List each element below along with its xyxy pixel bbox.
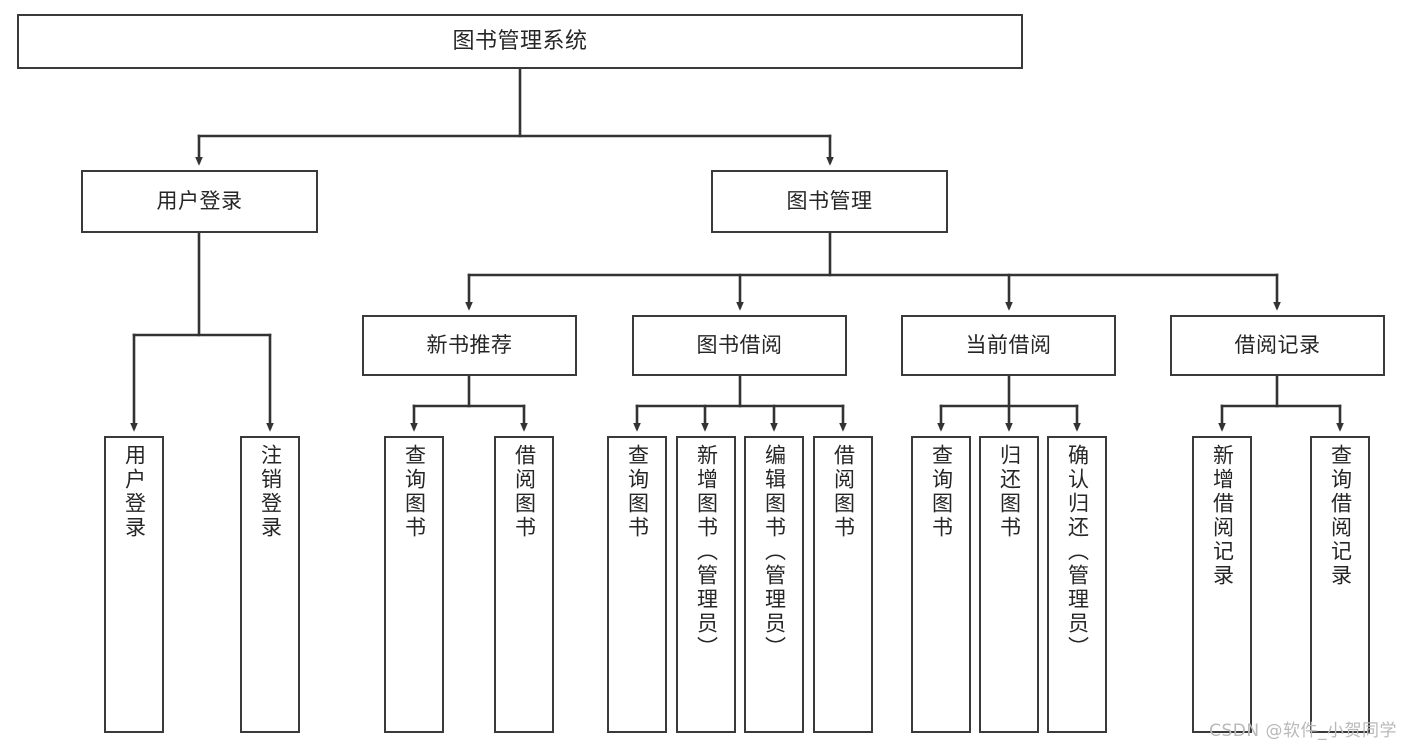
node-root[interactable]: 图书管理系统 — [17, 14, 1023, 69]
node-current-borrow-label: 当前借阅 — [965, 333, 1052, 358]
node-borrow-record[interactable]: 借阅记录 — [1170, 315, 1385, 376]
node-leaf-query-book-2[interactable]: 查询图书 — [607, 436, 667, 733]
node-leaf-user-login[interactable]: 用户登录 — [104, 436, 164, 733]
node-leaf-confirm-return[interactable]: 确认归还（管理员） — [1047, 436, 1107, 733]
node-leaf-edit-book-label: 编辑图书（管理员） — [762, 444, 787, 660]
node-leaf-user-login-label: 用户登录 — [122, 444, 147, 540]
node-borrow-record-label: 借阅记录 — [1234, 333, 1321, 358]
node-leaf-query-record-label: 查询借阅记录 — [1328, 444, 1353, 588]
node-book-manage[interactable]: 图书管理 — [711, 170, 948, 233]
node-current-borrow[interactable]: 当前借阅 — [901, 315, 1116, 376]
node-leaf-add-book[interactable]: 新增图书（管理员） — [676, 436, 736, 733]
node-user-login-label: 用户登录 — [156, 189, 243, 214]
node-new-book-rec[interactable]: 新书推荐 — [362, 315, 577, 376]
node-leaf-edit-book[interactable]: 编辑图书（管理员） — [744, 436, 804, 733]
node-leaf-add-record[interactable]: 新增借阅记录 — [1192, 436, 1252, 733]
node-book-borrow[interactable]: 图书借阅 — [632, 315, 847, 376]
node-leaf-borrow-book-2-label: 借阅图书 — [831, 444, 856, 540]
node-leaf-user-logout-label: 注销登录 — [258, 444, 283, 540]
node-leaf-query-book-2-label: 查询图书 — [625, 444, 650, 540]
node-leaf-return-book-label: 归还图书 — [997, 444, 1022, 540]
node-root-label: 图书管理系统 — [452, 28, 588, 54]
node-leaf-user-logout[interactable]: 注销登录 — [240, 436, 300, 733]
node-leaf-query-book-3-label: 查询图书 — [929, 444, 954, 540]
node-new-book-rec-label: 新书推荐 — [426, 333, 513, 358]
node-leaf-add-record-label: 新增借阅记录 — [1210, 444, 1235, 588]
node-book-borrow-label: 图书借阅 — [696, 333, 783, 358]
node-leaf-borrow-book-1-label: 借阅图书 — [512, 444, 537, 540]
node-leaf-query-book-3[interactable]: 查询图书 — [911, 436, 971, 733]
node-leaf-borrow-book-1[interactable]: 借阅图书 — [494, 436, 554, 733]
node-book-manage-label: 图书管理 — [786, 189, 873, 214]
node-leaf-add-book-label: 新增图书（管理员） — [694, 444, 719, 660]
node-leaf-query-record[interactable]: 查询借阅记录 — [1310, 436, 1370, 733]
node-leaf-return-book[interactable]: 归还图书 — [979, 436, 1039, 733]
node-leaf-query-book-1-label: 查询图书 — [402, 444, 427, 540]
node-leaf-borrow-book-2[interactable]: 借阅图书 — [813, 436, 873, 733]
node-leaf-query-book-1[interactable]: 查询图书 — [384, 436, 444, 733]
node-user-login[interactable]: 用户登录 — [81, 170, 318, 233]
node-leaf-confirm-return-label: 确认归还（管理员） — [1065, 444, 1090, 660]
